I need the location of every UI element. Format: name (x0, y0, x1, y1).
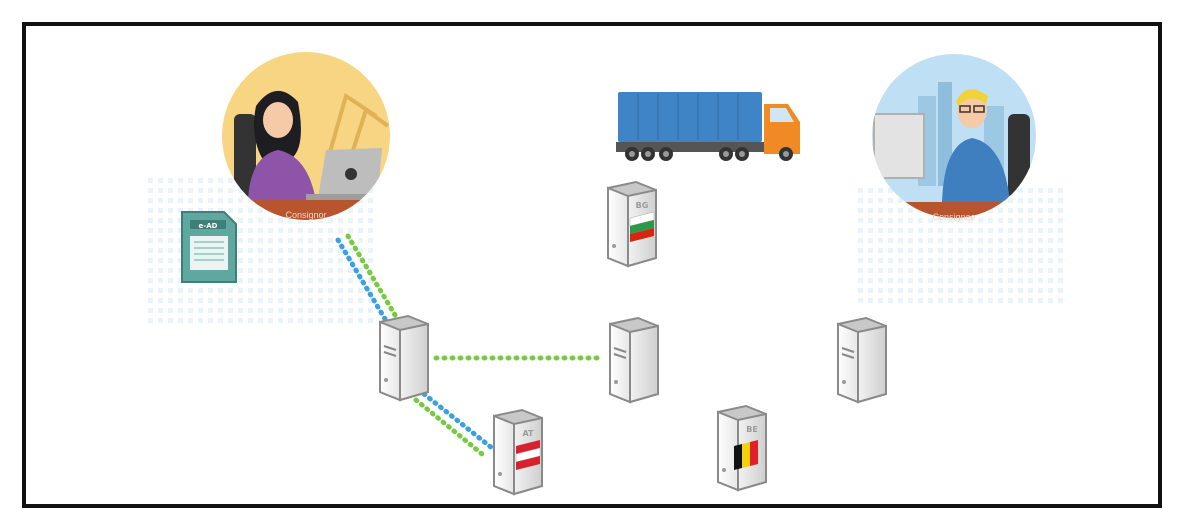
server-consignee-node (837, 316, 887, 404)
server-consignor-node (379, 314, 429, 402)
austria-code: AT (522, 429, 534, 438)
link-consignor-server-green (345, 233, 401, 323)
belgium-code: BE (746, 425, 758, 434)
consignor-label: Consignor (285, 210, 326, 220)
belgium-flag-icon (734, 440, 758, 470)
link-server-at-green (413, 397, 485, 457)
document-icon: e-AD (181, 211, 237, 283)
link-server-at-blue (421, 391, 495, 451)
truck-trailer (618, 92, 762, 142)
server-austria-node: AT (493, 408, 543, 496)
link-consignor-server-blue (335, 237, 391, 327)
connections (335, 233, 603, 457)
consignor-avatar: Consignor (222, 52, 390, 220)
diagram-frame: Consignor Consignee (22, 22, 1162, 508)
truck-icon (616, 92, 800, 161)
server-belgium-node: BE (717, 404, 767, 492)
server-hub-node (609, 316, 659, 404)
consignee-label: Consignee (932, 212, 975, 222)
consignee-avatar: Consignee (872, 54, 1036, 222)
document-tag: e-AD (199, 222, 218, 230)
network-diagram: Consignor Consignee (146, 52, 1066, 496)
bulgaria-flag-icon (629, 211, 655, 242)
server-bulgaria-node: BG (607, 180, 657, 268)
bulgaria-code: BG (636, 201, 649, 210)
austria-flag-icon (515, 440, 541, 470)
